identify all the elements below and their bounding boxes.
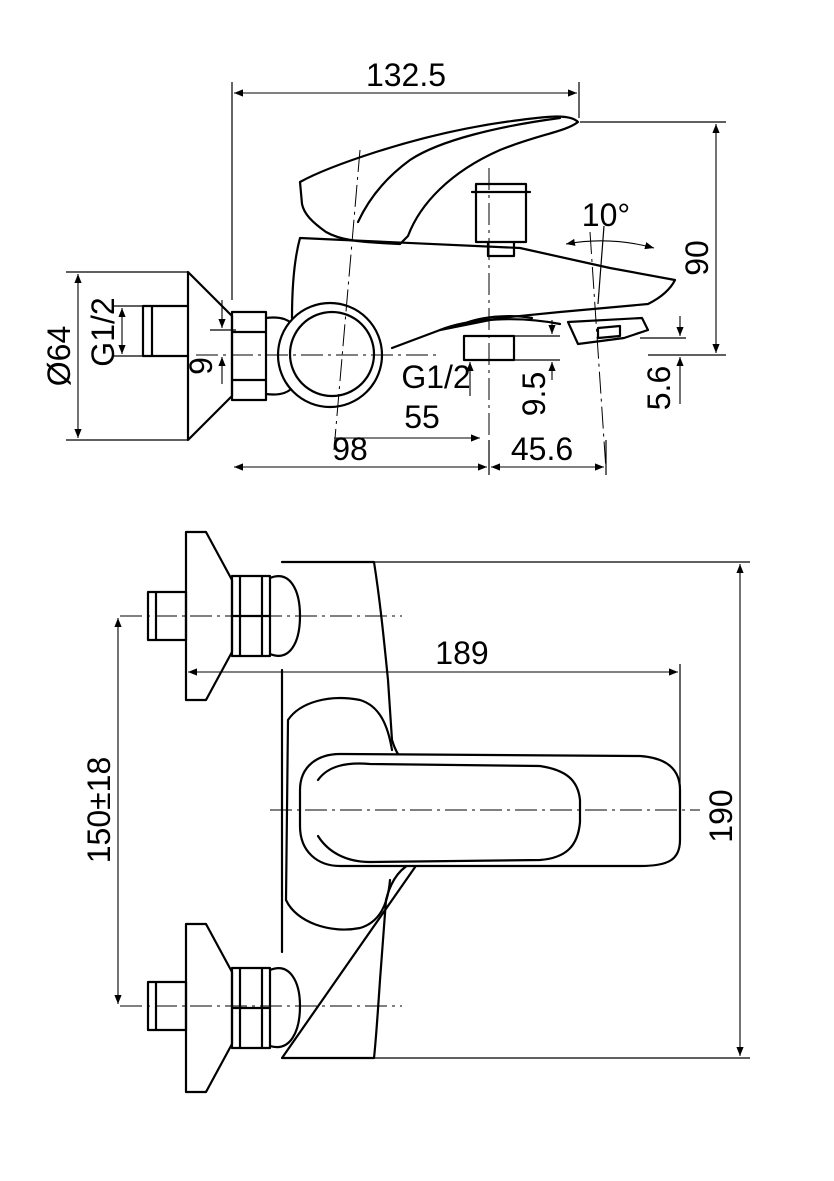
spout-underside — [438, 314, 562, 332]
wall-flange-side — [186, 270, 234, 442]
dim-outlet-distance: 55 — [404, 399, 440, 435]
body-cylinder-inner — [288, 310, 376, 398]
top-view: 189 190 150±18 — [81, 530, 750, 1094]
angle-label: 10° — [582, 197, 630, 233]
dim-outlet-thread: G1/2 — [401, 359, 470, 395]
dim-wall-to-lever: 98 — [332, 431, 368, 467]
dim-height: 90 — [679, 240, 715, 276]
dim-top-length: 189 — [435, 635, 488, 671]
lever-handle — [298, 115, 580, 246]
angle-arc — [565, 238, 655, 250]
dim-spout-projection: 45.6 — [511, 431, 573, 467]
mixer-body — [290, 236, 677, 350]
lower-s-union — [268, 967, 302, 1049]
hex-nut-side — [230, 310, 268, 402]
upper-hex-nut — [230, 574, 272, 658]
dim-overall-length: 132.5 — [366, 57, 446, 93]
diverter-knob — [470, 182, 532, 258]
dim-flange-diameter: Ø64 — [41, 326, 77, 386]
inlet-pipe — [141, 304, 190, 358]
dim-outlet-height: 9.5 — [516, 372, 552, 416]
lever-crease — [356, 116, 562, 224]
lever-top-inner — [316, 762, 582, 864]
lower-hex-nut — [230, 966, 272, 1050]
lower-flange-top — [184, 922, 234, 1094]
dim-inlet-thread: G1/2 — [85, 297, 121, 366]
aerator — [566, 316, 650, 346]
centerline-spout — [589, 231, 607, 471]
handle-base — [284, 696, 394, 931]
dim-inlet-offset: 9 — [183, 357, 219, 375]
centerline-lever — [333, 149, 361, 451]
dim-aerator-offset: 5.6 — [641, 366, 677, 410]
dim-centers: 150±18 — [81, 757, 117, 864]
side-view: 132.5 90 10° Ø64 G1/2 9 G1/2 9.5 — [41, 57, 726, 475]
dim-top-height: 190 — [703, 789, 739, 842]
